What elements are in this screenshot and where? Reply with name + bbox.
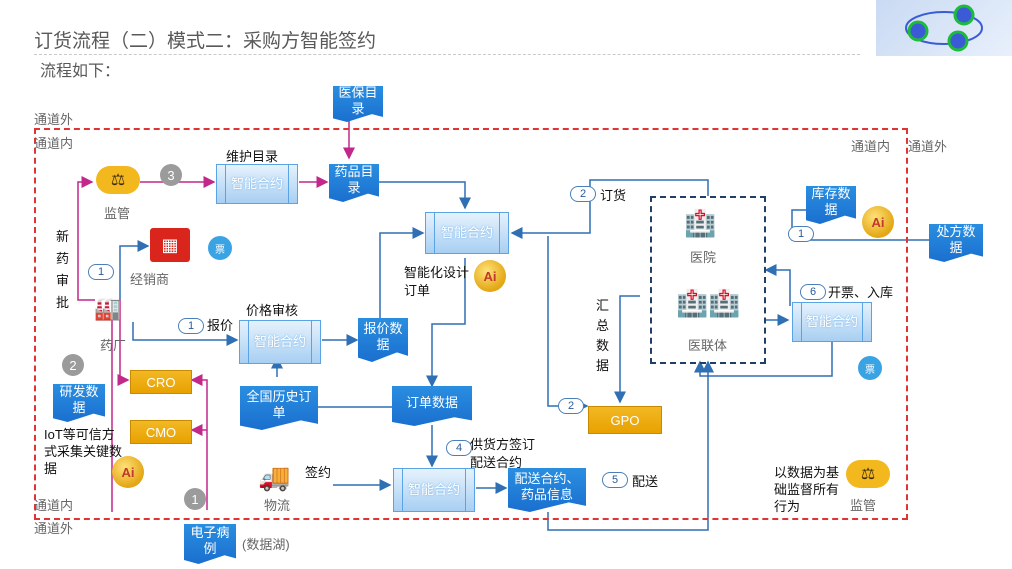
- label-inside-top-right: 通道内: [851, 139, 891, 154]
- hospital-group-icon: 🏥🏥: [676, 288, 741, 318]
- page-subtitle: 流程如下：: [40, 63, 121, 80]
- label-outside-top-right: 通道外: [908, 139, 948, 154]
- label-outside-top-left: 通道外: [34, 112, 74, 127]
- label-inside-bottom-left: 通道内: [34, 498, 74, 513]
- step-2-order-badge: 2: [570, 186, 596, 202]
- jiage-label: 价格审核: [246, 303, 299, 318]
- step-5-label: 配送: [632, 474, 659, 489]
- factory-icon: 🏭: [94, 296, 122, 321]
- gavel-icon-bottom: ⚖: [846, 460, 890, 488]
- ai-coin-left: Ai: [112, 456, 144, 488]
- label-outside-bottom-left: 通道外: [34, 521, 74, 536]
- store-icon: ▦: [150, 228, 190, 262]
- step-1-right-badge: 1: [788, 226, 814, 242]
- dingdan-doc: 订单数据: [392, 386, 472, 426]
- header-divider: [34, 54, 860, 55]
- step-1-gray-bottom-badge: 1: [184, 488, 206, 510]
- contract-price: 智能合约: [239, 320, 321, 364]
- contract-top: 智能合约: [216, 164, 298, 204]
- ticket-icon-left: 票: [208, 236, 232, 260]
- step-6-badge: 6: [800, 284, 826, 300]
- huizong-label: 汇总数据: [596, 298, 610, 373]
- contract-bottom: 智能合约: [393, 468, 475, 512]
- gavel-icon: ⚖: [96, 166, 140, 194]
- step-1-price-badge: 1: [178, 318, 204, 334]
- hospital-group: [650, 196, 766, 364]
- hospital-label: 医院: [690, 250, 717, 265]
- wuliu-label: 物流: [264, 498, 291, 513]
- contract-center: 智能合约: [425, 212, 509, 254]
- jianguan-top-label: 监管: [104, 206, 131, 221]
- hospital-icon: 🏥: [684, 208, 717, 238]
- step-1-dealer-badge: 1: [88, 264, 114, 280]
- step-4-label: 供货方签订配送合约: [470, 437, 536, 470]
- jingxiaoshang-label: 经销商: [130, 272, 170, 287]
- cmo-box: CMO: [130, 420, 192, 444]
- chufang-doc: 处方数据: [929, 224, 983, 262]
- yaochang-label: 药厂: [100, 338, 127, 353]
- step-4-badge: 4: [446, 440, 472, 456]
- peisong-doc: 配送合约、药品信息: [508, 468, 586, 512]
- page-title: 订货流程（二）模式二：采购方智能签约: [34, 31, 377, 52]
- ai-coin-center: Ai: [474, 260, 506, 292]
- step-2-gpo-badge: 2: [558, 398, 584, 414]
- baojia-doc: 报价数据: [358, 318, 408, 362]
- step-3-badge: 3: [160, 164, 182, 186]
- truck-icon: 🚚: [258, 462, 291, 492]
- zhineng-design-label: 智能化设计订单: [404, 265, 470, 298]
- iot-label: IoT等可信方式采集关键数据: [44, 427, 123, 476]
- sign-label: 签约: [305, 465, 332, 480]
- channel-boundary: [34, 128, 908, 520]
- label-inside-top-left: 通道内: [34, 136, 74, 151]
- step-2-gray-badge: 2: [62, 354, 84, 376]
- yiliantu-label: 医联体: [688, 338, 728, 353]
- supervise-note: 以数据为基础监督所有行为: [774, 465, 840, 514]
- jianguan-bottom-label: 监管: [850, 498, 877, 513]
- ai-coin-right: Ai: [862, 206, 894, 238]
- datalake-label: (数据湖): [242, 537, 290, 552]
- step-5-badge: 5: [602, 472, 628, 488]
- weihu-label: 维护目录: [226, 149, 279, 164]
- contract-right: 智能合约: [792, 302, 872, 342]
- logo: [876, 0, 1012, 56]
- cro-box: CRO: [130, 370, 192, 394]
- order-label: 订货: [600, 188, 627, 203]
- ticket-icon-right: 票: [858, 356, 882, 380]
- gpo-box: GPO: [588, 406, 662, 434]
- step-6-label: 开票、入库: [828, 285, 894, 300]
- network-logo-icon: [905, 4, 983, 52]
- xinyao-vertical-label: 新药审批: [56, 229, 70, 310]
- price-step-label: 报价: [207, 318, 234, 333]
